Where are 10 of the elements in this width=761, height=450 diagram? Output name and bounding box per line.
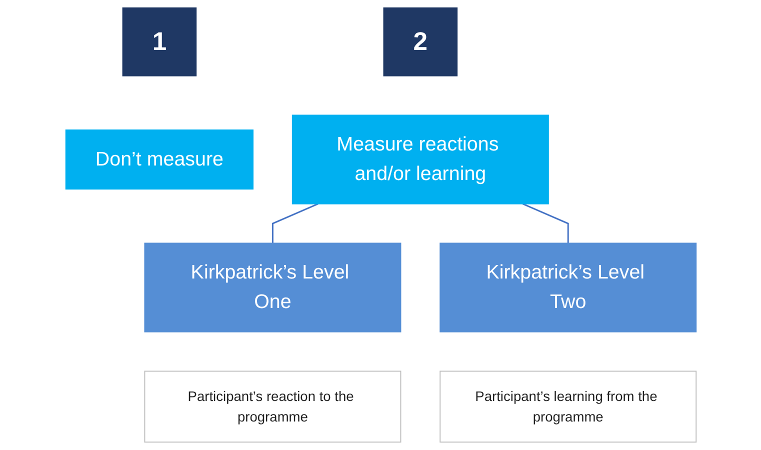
node-box: Participant’s learning from the programme (439, 370, 696, 443)
connector (271, 203, 318, 244)
node-box: Kirkpatrick’s Level One (144, 242, 401, 332)
node-box: Don’t measure (64, 129, 254, 190)
node-box: Measure reactions and/or learning (291, 114, 548, 204)
node-box: 1 (122, 7, 196, 76)
connector (522, 203, 568, 244)
node-box: Participant’s reaction to the programme (144, 370, 401, 443)
node-box: Kirkpatrick’s Level Two (439, 242, 696, 332)
node-box: 2 (382, 7, 458, 76)
